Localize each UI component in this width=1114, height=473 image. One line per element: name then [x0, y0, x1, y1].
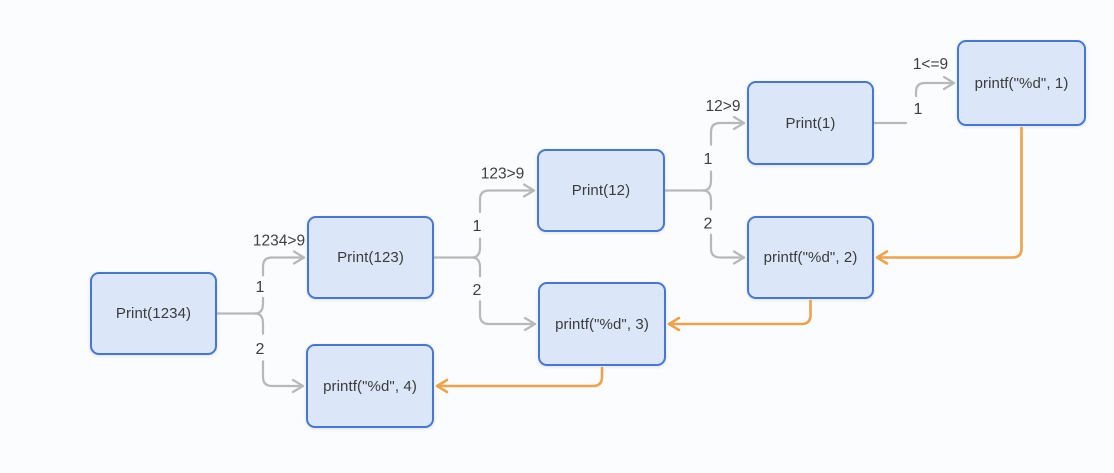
node-print-1234: Print(1234)	[90, 272, 217, 355]
branch-label-down-print-12: 2	[704, 215, 713, 232]
node-label: Print(1)	[785, 114, 836, 132]
edge-brace-down-print-123	[470, 256, 482, 278]
edge-return-printf-3-printf-4	[437, 366, 604, 388]
branch-label-print-1: 1	[914, 101, 923, 118]
branch-label-up-print-123: 1	[473, 218, 482, 235]
arrowhead-print-123	[292, 250, 306, 265]
node-print-123: Print(123)	[307, 216, 434, 299]
condition-label-print-1: 1<=9	[913, 56, 948, 73]
node-print-12: Print(12)	[537, 149, 665, 232]
arrowhead-printf-1	[942, 75, 956, 91]
edge-call-print-12-printf-2	[709, 233, 743, 259]
edge-call-print-123-printf-3	[478, 300, 534, 326]
arrowhead-print-1	[732, 115, 746, 131]
node-label: Print(123)	[337, 249, 404, 266]
node-printf-1: printf("%d", 1)	[957, 40, 1086, 126]
edge-call-print-12-print-1	[709, 121, 743, 146]
edge-call-print-1-printf-1	[914, 81, 953, 98]
arrowhead-printf-2	[732, 250, 746, 265]
condition-label-print-12: 12>9	[706, 98, 741, 115]
arrowhead-return-printf-4	[435, 378, 449, 394]
edge-call-print-1234-printf-4	[261, 360, 302, 388]
node-label: printf("%d", 2)	[763, 249, 858, 266]
node-label: printf("%d", 3)	[555, 315, 649, 333]
edge-brace-up-print-123	[470, 237, 482, 259]
arrowhead-return-printf-2	[875, 250, 889, 265]
branch-label-down-print-123: 2	[473, 282, 482, 299]
condition-label-print-123: 123>9	[481, 166, 525, 183]
edge-brace-down-print-1234	[253, 312, 265, 335]
edge-return-printf-1-printf-2	[877, 126, 1023, 259]
edge-call-print-1234-print-123	[261, 256, 303, 277]
edge-call-print-123-print-12	[478, 189, 533, 214]
condition-label-print-1234: 1234>9	[253, 233, 305, 250]
edge-return-printf-2-printf-3	[669, 299, 812, 326]
arrowhead-return-printf-3	[667, 316, 681, 332]
edge-brace-up-print-12	[701, 170, 713, 192]
node-printf-3: printf("%d", 3)	[538, 282, 666, 366]
edge-brace-up-print-1234	[253, 296, 265, 315]
node-label: Print(12)	[571, 182, 631, 199]
node-label: printf("%d", 4)	[323, 377, 417, 395]
arrowhead-printf-3	[523, 316, 537, 332]
node-label: Print(1234)	[115, 305, 192, 322]
branch-label-up-print-1234: 1	[256, 279, 265, 296]
node-printf-4: printf("%d", 4)	[306, 344, 434, 428]
edge-brace-down-print-12	[701, 189, 713, 211]
arrowhead-print-12	[522, 183, 536, 198]
node-printf-2: printf("%d", 2)	[747, 216, 874, 299]
node-label: printf("%d", 1)	[974, 74, 1069, 92]
arrowhead-printf-4	[291, 378, 305, 394]
node-print-1: Print(1)	[747, 81, 874, 165]
branch-label-up-print-12: 1	[704, 151, 713, 168]
branch-label-down-print-1234: 2	[256, 341, 265, 358]
